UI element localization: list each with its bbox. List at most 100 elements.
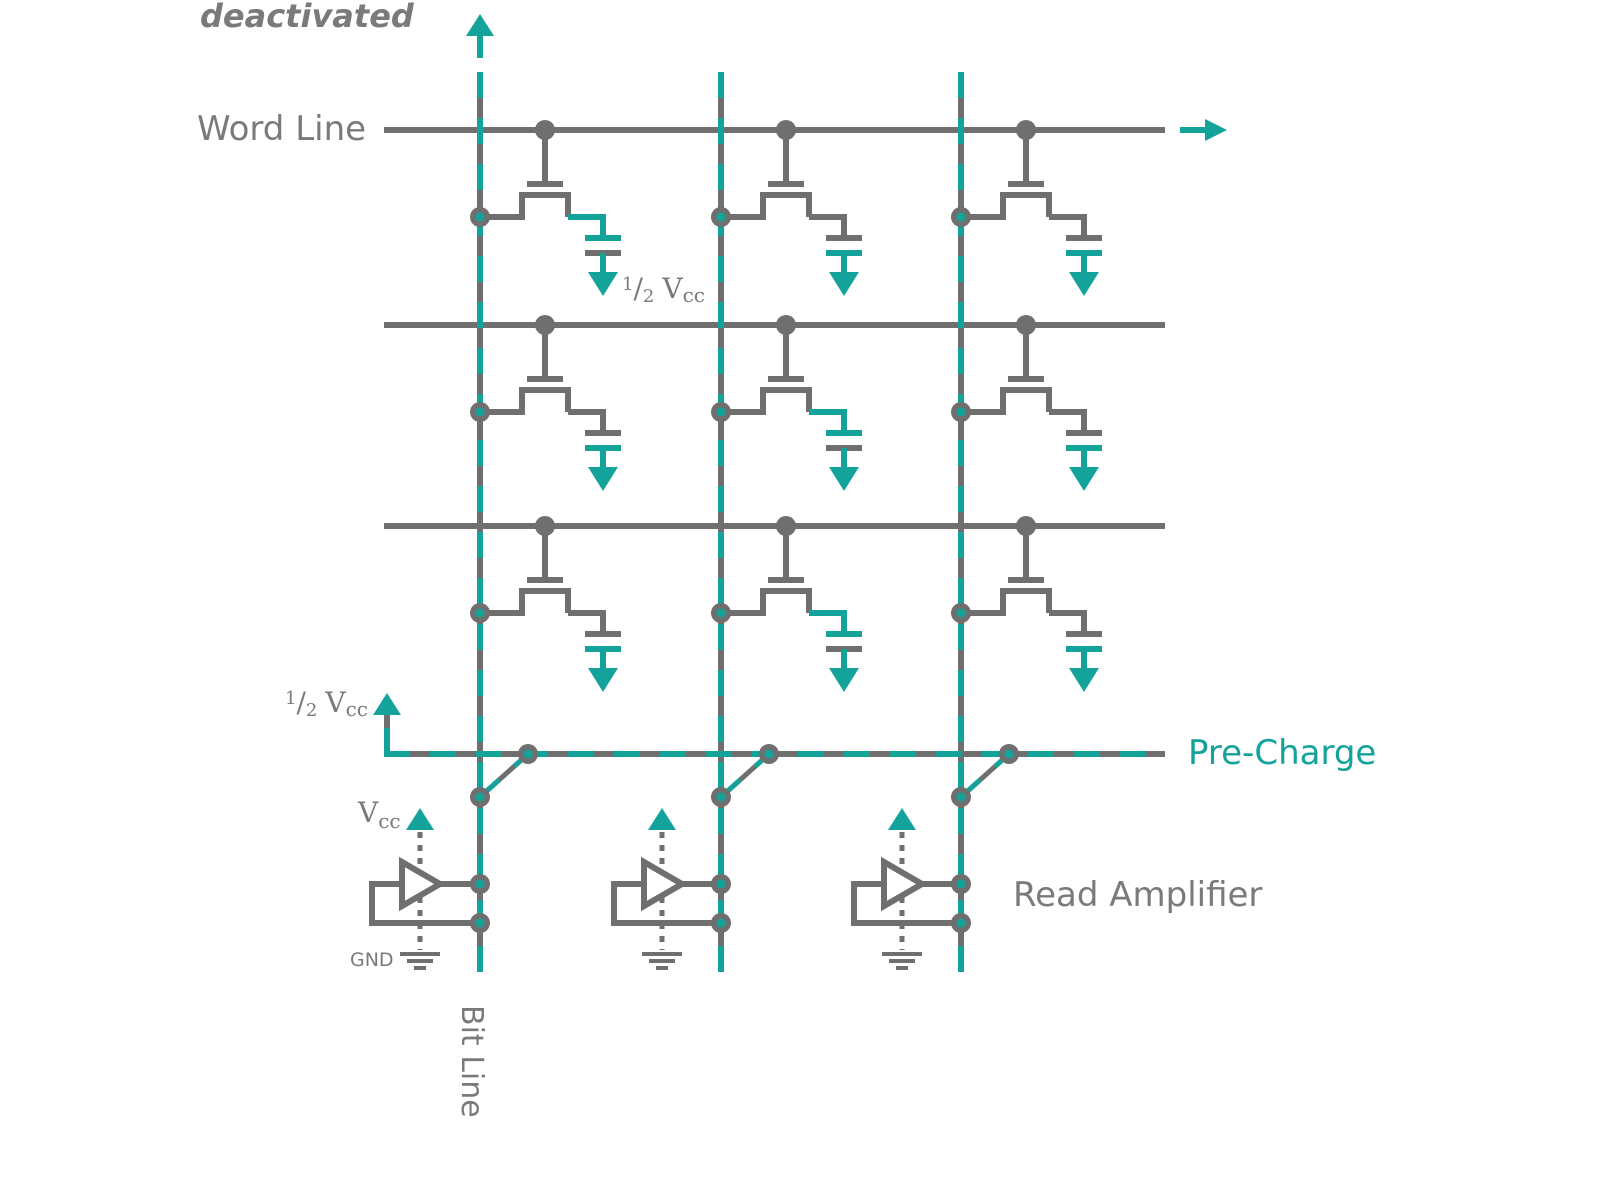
title-label: deactivated: [200, 0, 415, 35]
arrow-down-icon: [1069, 272, 1099, 296]
bit-line-label: Bit Line: [454, 1005, 489, 1118]
transistor-channel: [961, 192, 1052, 220]
read-amplifier: [369, 808, 490, 970]
memory-cell: [961, 120, 1102, 296]
half-vcc-pc-num: 1: [285, 688, 296, 709]
half-vcc-pc-slash: /: [296, 686, 306, 719]
cell-bit-node: [711, 402, 731, 422]
switch-node: [759, 744, 779, 764]
gate-junction-dot: [776, 516, 796, 536]
switch-node: [711, 787, 731, 807]
cell-bit-node: [711, 603, 731, 623]
pre-charge-label: Pre-Charge: [1188, 733, 1376, 773]
arrow-up-icon: [373, 693, 401, 715]
drain-wire: [1049, 610, 1087, 634]
memory-cell: [480, 516, 621, 692]
cell-bit-node: [711, 207, 731, 227]
gate-junction-dot: [776, 120, 796, 140]
word-lines: [384, 119, 1227, 529]
drain-wire: [809, 214, 847, 238]
gate-junction-dot: [535, 315, 555, 335]
transistor-channel: [721, 192, 812, 220]
memory-cell: [480, 120, 621, 296]
memory-cell: [480, 315, 621, 491]
arrow-down-icon: [829, 272, 859, 296]
gnd-label: GND: [350, 949, 394, 971]
switch-node: [999, 744, 1019, 764]
drain-wire: [1049, 214, 1087, 238]
cell-bit-node: [951, 603, 971, 623]
gate-junction-dot: [535, 516, 555, 536]
memory-cells: [480, 120, 1102, 692]
read-amplifier-label: Read Amplifier: [1013, 875, 1262, 915]
word-line-label: Word Line: [197, 109, 366, 149]
arrow-down-icon: [829, 668, 859, 692]
amp-feedback-wire: [611, 881, 721, 926]
amp-node: [711, 874, 731, 894]
arrow-down-icon: [588, 272, 618, 296]
memory-cell: [721, 516, 862, 692]
switch-node: [951, 787, 971, 807]
amp-node: [951, 913, 971, 933]
amp-feedback-wire: [369, 881, 480, 926]
amp-feedback-wire: [851, 881, 961, 926]
transistor-channel: [480, 588, 571, 616]
transistor-channel: [721, 387, 812, 415]
gate-junction-dot: [535, 120, 555, 140]
half-vcc-pc-sub: cc: [346, 697, 368, 721]
pre-charge-switch: [959, 752, 1011, 799]
transistor-channel: [721, 588, 812, 616]
drain-wire: [568, 409, 606, 433]
arrow-down-icon: [1069, 668, 1099, 692]
arrow-down-icon: [829, 467, 859, 491]
arrow-right-icon: [1205, 119, 1227, 141]
cell-bit-node: [951, 207, 971, 227]
gate-junction-dot: [1016, 315, 1036, 335]
vcc-v: V: [357, 796, 379, 829]
cell-bit-node: [470, 603, 490, 623]
transistor-channel: [961, 387, 1052, 415]
transistor-channel: [480, 387, 571, 415]
arrow-up-icon: [648, 808, 676, 830]
transistor-channel: [961, 588, 1052, 616]
read-amplifier: [851, 808, 971, 970]
amp-node: [951, 874, 971, 894]
vcc-sub: cc: [378, 809, 400, 833]
transistor-channel: [480, 192, 571, 220]
arrow-down-icon: [588, 668, 618, 692]
half-vcc-sub: cc: [683, 283, 705, 307]
drain-wire: [809, 409, 847, 433]
half-vcc-slash: /: [633, 272, 643, 305]
half-vcc-num: 1: [622, 274, 633, 295]
switch-node: [518, 744, 538, 764]
junction-nodes: [470, 207, 971, 623]
cell-bit-node: [470, 207, 490, 227]
cell-bit-node: [951, 402, 971, 422]
arrow-down-icon: [588, 467, 618, 491]
memory-cell: [721, 315, 862, 491]
pre-charge-switch: [478, 752, 530, 799]
cell-bit-node: [470, 402, 490, 422]
arrow-up-icon: [888, 808, 916, 830]
arrow-up-icon: [406, 808, 434, 830]
memory-cell: [721, 120, 862, 296]
memory-cell: [961, 315, 1102, 491]
drain-wire: [1049, 409, 1087, 433]
bit-lines: [466, 14, 964, 972]
drain-wire: [568, 214, 606, 238]
amp-node: [711, 913, 731, 933]
amp-node: [470, 874, 490, 894]
drain-wire: [809, 610, 847, 634]
pre-charge-circuit: [373, 693, 1165, 807]
vcc-amp-label: Vcc: [357, 796, 401, 833]
gate-junction-dot: [776, 315, 796, 335]
half-vcc-pc-den: 2: [306, 700, 317, 721]
amp-node: [470, 913, 490, 933]
gate-junction-dot: [1016, 516, 1036, 536]
half-vcc-den: 2: [643, 286, 654, 307]
drain-wire: [568, 610, 606, 634]
pre-charge-switch: [719, 752, 771, 799]
